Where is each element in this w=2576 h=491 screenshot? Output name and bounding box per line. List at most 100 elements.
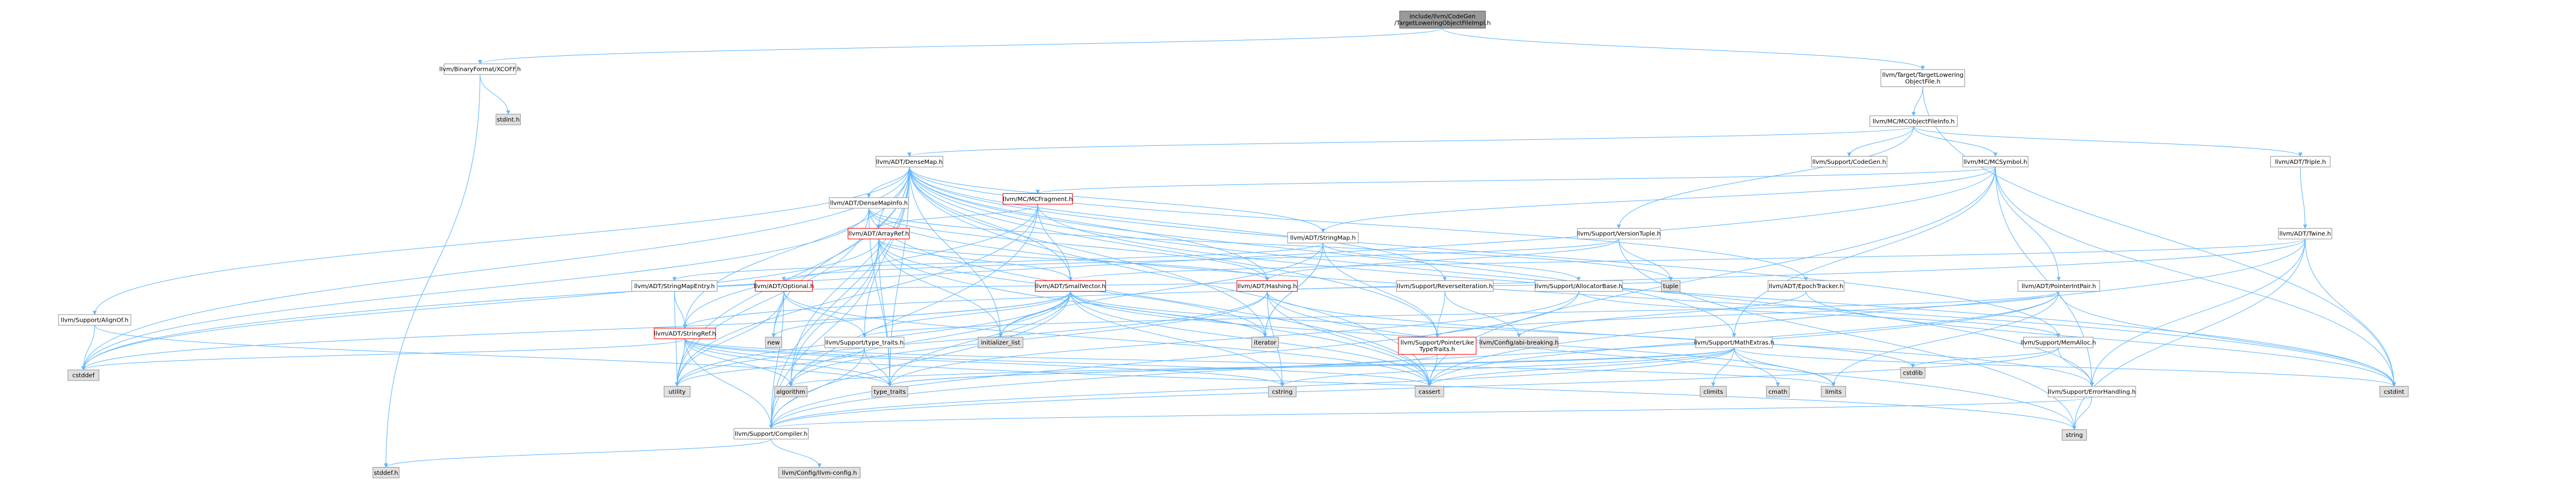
node-cmath-box xyxy=(1766,385,1790,397)
node-mcsymbol-label-0: llvm/MC/MCSymbol.h xyxy=(1964,159,2028,166)
edge-epochtracker-to-cstdint xyxy=(1805,291,2396,387)
node-reverseiter[interactable]: llvm/Support/ReverseIteration.h xyxy=(1396,280,1494,292)
edge-stringref-to-cstring xyxy=(684,339,1284,387)
edge-typetraits_h-to-compiler xyxy=(769,348,865,429)
node-string: string xyxy=(2061,429,2087,441)
edge-mcsymbol-to-pointerintpair xyxy=(1995,167,2061,282)
edge-errorhandling-to-compiler xyxy=(769,396,2092,429)
node-stringmap[interactable]: llvm/ADT/StringMap.h xyxy=(1287,232,1359,244)
node-epochtracker-label-0: llvm/ADT/EpochTracker.h xyxy=(1769,283,1843,290)
edge-mathextras-to-algorithm xyxy=(789,348,1735,387)
node-densemap-label-0: llvm/ADT/DenseMap.h xyxy=(876,159,943,166)
edge-twine-to-errorhandling xyxy=(2089,239,2306,387)
node-typetraits_h-label-0: llvm/Support/type_traits.h xyxy=(825,340,904,346)
edge-arrayref-to-init_list xyxy=(878,239,1003,338)
edge-hashing-to-cassert xyxy=(1266,291,1432,387)
node-stringmapentry[interactable]: llvm/ADT/StringMapEntry.h xyxy=(631,280,718,292)
node-mcsymbol[interactable]: llvm/MC/MCSymbol.h xyxy=(1962,155,2029,167)
node-tlof-label-1: ObjectFile.h xyxy=(1905,79,1940,85)
edge-optional-to-typetraits_h xyxy=(783,291,867,338)
edge-allocatorbase-to-compiler xyxy=(769,291,1579,429)
node-compiler[interactable]: llvm/Support/Compiler.h xyxy=(734,428,809,439)
edge-densemap-to-stringref xyxy=(682,167,910,329)
node-smallvector[interactable]: llvm/ADT/SmallVector.h xyxy=(1034,280,1106,292)
edge-densemap-to-densemapinfo xyxy=(866,167,910,198)
edge-pointerintpair-to-compiler xyxy=(769,291,2059,429)
node-root[interactable]: include/llvm/CodeGen/TargetLoweringObjec… xyxy=(1394,10,1490,29)
node-type_traits-label-0: type_traits xyxy=(873,389,905,396)
node-densemap[interactable]: llvm/ADT/DenseMap.h xyxy=(875,155,944,167)
node-triple[interactable]: llvm/ADT/Triple.h xyxy=(2270,155,2331,167)
node-pointerintpair-box xyxy=(2017,280,2100,292)
edge-stringmap-to-init_list xyxy=(998,242,1323,338)
edge-optional-to-new xyxy=(771,291,785,338)
node-iterator-box xyxy=(1251,337,1279,348)
edge-stringref-to-compiler xyxy=(684,339,774,429)
node-allocatorbase[interactable]: llvm/Support/AllocatorBase.h xyxy=(1534,280,1623,292)
edge-twine-to-cstdint xyxy=(2304,239,2396,387)
node-new: new xyxy=(765,337,782,348)
edges-layer xyxy=(81,28,2396,468)
edge-versiontuple-to-tuple xyxy=(1618,239,1673,282)
edge-mcsymbol-to-mathextras xyxy=(1732,167,1996,338)
node-versiontuple[interactable]: llvm/Support/VersionTuple.h xyxy=(1577,227,1661,239)
node-typetraits_h[interactable]: llvm/Support/type_traits.h xyxy=(824,337,905,348)
node-mcobjfileinfo[interactable]: llvm/MC/MCObjectFileInfo.h xyxy=(1870,115,1958,127)
node-cstring-label-0: cstring xyxy=(1272,389,1292,396)
node-alignof-box xyxy=(58,314,132,326)
node-stdint_h-box xyxy=(496,113,521,125)
node-compiler-box xyxy=(734,428,809,439)
node-mathextras-box xyxy=(1695,337,1773,348)
node-pointerintpair[interactable]: llvm/ADT/PointerIntPair.h xyxy=(2017,280,2100,292)
node-cassert-label-0: cassert xyxy=(1418,389,1440,396)
node-hashing[interactable]: llvm/ADT/Hashing.h xyxy=(1236,280,1298,292)
node-mathextras[interactable]: llvm/Support/MathExtras.h xyxy=(1694,337,1775,348)
node-xcoff[interactable]: llvm/BinaryFormat/XCOFF.h xyxy=(439,63,521,75)
edge-arrayref-to-cstddef xyxy=(81,239,879,370)
node-alignof-label-0: llvm/Support/AlignOf.h xyxy=(61,318,129,324)
edge-typetraits_h-to-utility xyxy=(675,348,865,387)
node-root-label-0: include/llvm/CodeGen xyxy=(1409,14,1475,20)
node-ptrliketraits-label-1: TypeTraits.h xyxy=(1419,346,1455,353)
node-mcfragment[interactable]: llvm/MC/MCFragment.h xyxy=(1003,193,1073,205)
node-stringmap-label-0: llvm/ADT/StringMap.h xyxy=(1290,235,1356,242)
node-densemapinfo-label-0: llvm/ADT/DenseMapInfo.h xyxy=(830,200,908,207)
node-limits-box xyxy=(1821,385,1846,397)
node-mcfragment-label-0: llvm/MC/MCFragment.h xyxy=(1003,196,1072,203)
node-stringref[interactable]: llvm/ADT/StringRef.h xyxy=(654,328,716,339)
edge-root-to-xcoff xyxy=(478,28,1443,65)
node-stringref-box xyxy=(654,328,716,339)
node-errorhandling[interactable]: llvm/Support/ErrorHandling.h xyxy=(2047,385,2136,397)
edge-pointerintpair-to-ptrliketraits xyxy=(1435,291,2059,338)
node-climits: climits xyxy=(1700,385,1727,397)
node-codegen[interactable]: llvm/Support/CodeGen.h xyxy=(1811,155,1888,167)
edge-densemapinfo-to-hashing xyxy=(868,208,1269,282)
node-versiontuple-box xyxy=(1577,227,1660,239)
node-arrayref-box xyxy=(848,227,910,239)
node-twine[interactable]: llvm/ADT/Twine.h xyxy=(2277,227,2333,239)
node-densemapinfo[interactable]: llvm/ADT/DenseMapInfo.h xyxy=(828,197,909,209)
edge-smallvector-to-cstring xyxy=(1070,291,1284,387)
node-tlof[interactable]: llvm/Target/TargetLoweringObjectFile.h xyxy=(1880,69,1965,88)
node-utility-box xyxy=(663,385,691,397)
nodes-layer: include/llvm/CodeGen/TargetLoweringObjec… xyxy=(58,10,2409,478)
node-alignof[interactable]: llvm/Support/AlignOf.h xyxy=(58,314,132,326)
node-llvmconfig-label-0: llvm/Config/llvm-config.h xyxy=(782,470,857,477)
node-mcfragment-box xyxy=(1003,193,1073,205)
node-root-box xyxy=(1399,10,1486,29)
node-epochtracker[interactable]: llvm/ADT/EpochTracker.h xyxy=(1767,280,1845,292)
node-optional[interactable]: llvm/ADT/Optional.h xyxy=(754,280,814,292)
edge-mathextras-to-climits xyxy=(1711,348,1735,387)
node-string-label-0: string xyxy=(2066,432,2083,439)
node-stringref-label-0: llvm/ADT/StringRef.h xyxy=(654,331,715,337)
node-arrayref[interactable]: llvm/ADT/ArrayRef.h xyxy=(848,227,910,239)
node-llvmconfig-box xyxy=(778,466,861,478)
node-mcsymbol-box xyxy=(1962,155,2029,167)
edge-stringmap-to-ptrliketraits xyxy=(1322,242,1439,338)
edge-mcobjfileinfo-to-versiontuple xyxy=(1617,126,1914,229)
node-memalloc[interactable]: llvm/Support/MemAlloc.h xyxy=(2021,337,2097,348)
edge-stringmapentry-to-stringref xyxy=(674,291,687,329)
node-densemap-box xyxy=(875,155,944,167)
edge-densemap-to-alignof xyxy=(93,167,910,315)
